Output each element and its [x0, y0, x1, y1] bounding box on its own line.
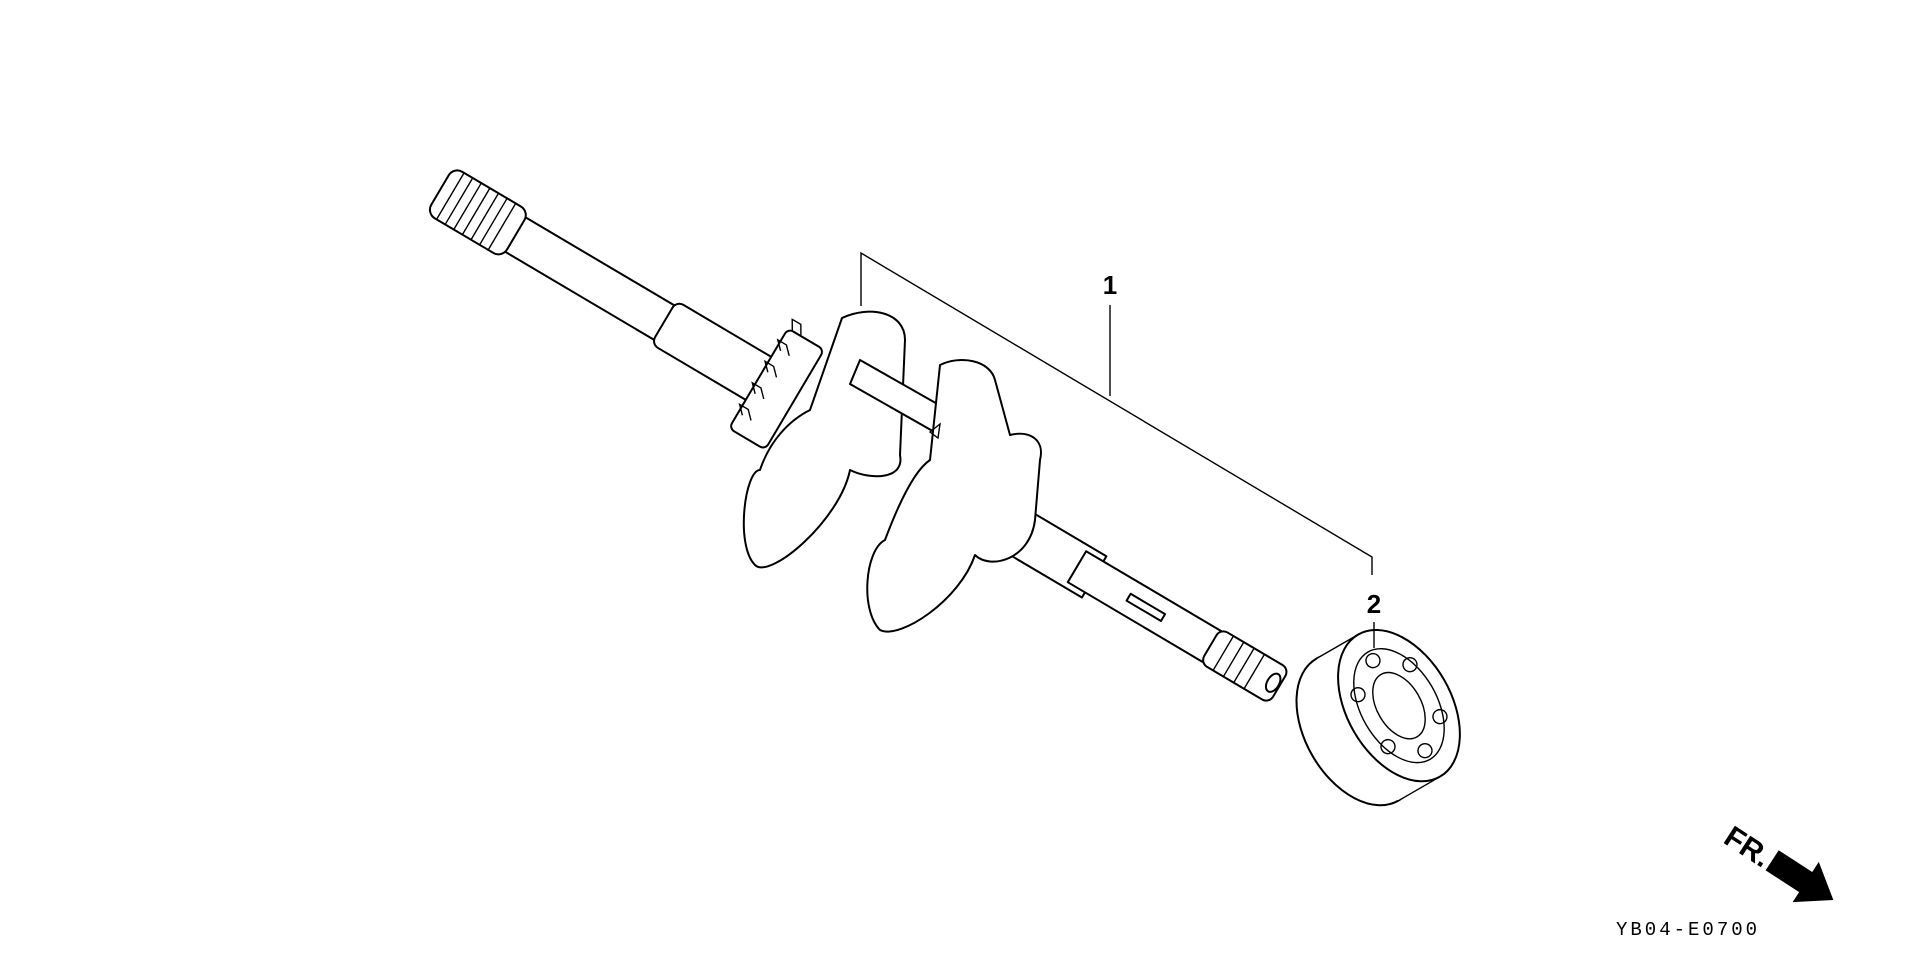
- right-thread: [1202, 630, 1288, 702]
- timing-gear: [730, 318, 823, 449]
- keyway: [1125, 592, 1167, 623]
- callout-2: 2: [1367, 589, 1381, 619]
- arrow-icon: [1765, 850, 1834, 903]
- timing-mark: [928, 422, 941, 440]
- ball-bearing[interactable]: [1271, 609, 1485, 827]
- crank-web-right: [866, 359, 1042, 633]
- front-direction-indicator: FR.: [1718, 820, 1834, 903]
- left-thread: [428, 169, 527, 256]
- direction-label: FR.: [1718, 820, 1777, 874]
- diagram-code: YB04-E0700: [1616, 919, 1760, 941]
- callout-1: 1: [1103, 270, 1117, 300]
- callout-bracket: [860, 251, 1375, 648]
